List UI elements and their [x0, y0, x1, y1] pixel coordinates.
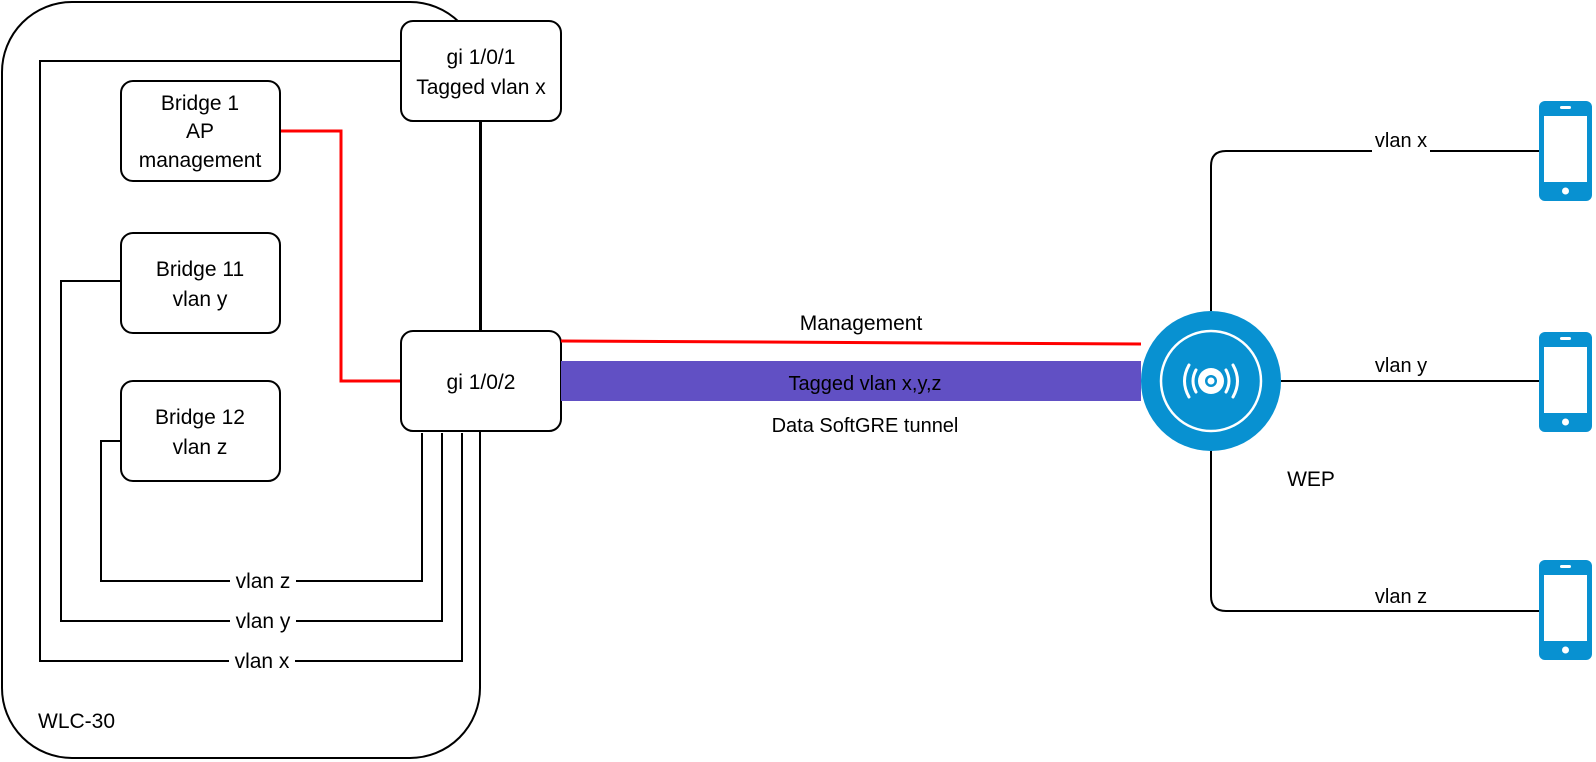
link-ap-client-z	[1210, 451, 1546, 612]
link-label-vlan-x: vlan x	[235, 650, 290, 673]
bridge-1[interactable]: Bridge 1 AP management	[120, 80, 281, 182]
svg-text:gi 1/0/1: gi 1/0/1	[447, 46, 516, 69]
svg-text:AP: AP	[186, 120, 214, 143]
smartphone-icon[interactable]	[1539, 101, 1592, 201]
ap-label: WEP	[1287, 468, 1335, 491]
link-vlan-x	[39, 60, 463, 662]
smartphone-icon[interactable]	[1539, 560, 1592, 660]
link-label-vlan-y: vlan y	[236, 610, 291, 633]
tunnel-label: Tagged vlan x,y,z	[788, 373, 941, 395]
wlc-label: WLC-30	[38, 710, 115, 733]
softgre-tunnel[interactable]	[561, 361, 1141, 401]
link-vlan-z	[100, 433, 423, 582]
svg-text:vlan y: vlan y	[173, 288, 228, 311]
svg-text:vlan z: vlan z	[173, 436, 228, 459]
client-label-vlan-y: vlan y	[1375, 355, 1427, 377]
bridge-12[interactable]: Bridge 12 vlan z	[120, 380, 281, 482]
svg-text:Bridge 11: Bridge 11	[156, 258, 244, 281]
port-gi-1-0-1[interactable]: gi 1/0/1 Tagged vlan x	[400, 20, 562, 122]
link-management-internal	[281, 129, 401, 383]
smartphone-icon[interactable]	[1539, 332, 1592, 432]
svg-text:Bridge 1: Bridge 1	[161, 92, 239, 115]
client-label-vlan-x: vlan x	[1375, 130, 1427, 152]
link-label-vlan-z: vlan z	[236, 570, 291, 593]
link-vlan-y	[60, 280, 443, 622]
svg-text:management: management	[139, 149, 262, 172]
wireless-access-point-icon[interactable]	[1141, 311, 1281, 451]
link-ap-client-x	[1210, 150, 1546, 311]
client-label-vlan-z: vlan z	[1375, 586, 1427, 608]
port-gi-1-0-2[interactable]: gi 1/0/2	[400, 330, 562, 432]
tunnel-subtitle: Data SoftGRE tunnel	[772, 415, 959, 437]
management-label: Management	[800, 312, 923, 335]
svg-text:gi 1/0/2: gi 1/0/2	[447, 371, 516, 394]
management-link	[560, 339, 1142, 346]
bridge-11[interactable]: Bridge 11 vlan y	[120, 232, 281, 334]
svg-text:Bridge 12: Bridge 12	[155, 406, 245, 429]
svg-text:Tagged vlan x: Tagged vlan x	[416, 76, 546, 99]
